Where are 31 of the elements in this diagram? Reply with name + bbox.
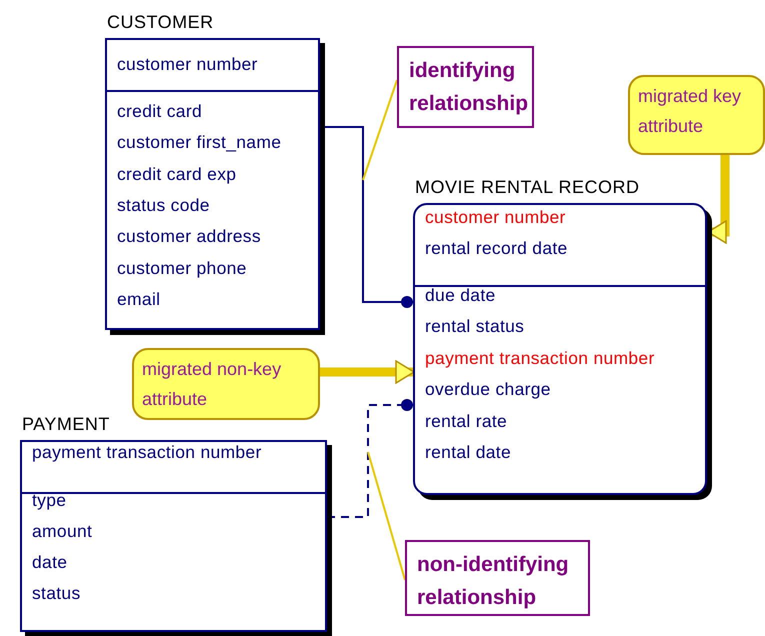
attribute-name: rental status <box>425 316 524 338</box>
entity-name: CUSTOMER <box>107 12 214 33</box>
attribute-name: overdue charge <box>425 379 551 400</box>
entity-name: MOVIE RENTAL RECORD <box>415 177 640 198</box>
callout-box: non-identifying relationship <box>405 540 590 616</box>
attribute-name: rental date <box>425 442 511 463</box>
attribute-name: rental record date <box>425 238 568 260</box>
attribute-name: credit card <box>117 101 202 122</box>
callout-bubble: migrated key attribute <box>628 75 765 155</box>
attribute-name: customer number <box>425 207 566 228</box>
callout-bubble: migrated non-key attribute <box>132 348 320 420</box>
callout-arrow <box>320 360 415 384</box>
attribute-name: due date <box>425 285 496 306</box>
attribute-name: customer phone <box>117 258 247 278</box>
attribute-name: payment transaction number <box>425 348 655 369</box>
entity-name: PAYMENT <box>22 414 110 435</box>
callout-box: identifying relationship <box>397 46 534 128</box>
attribute-name: credit card exp <box>117 164 236 185</box>
leader-line <box>362 80 398 180</box>
attribute-name: customer first_name <box>117 132 282 154</box>
attribute-name: email <box>117 288 160 310</box>
attribute-name: amount <box>32 521 92 542</box>
attribute-name: status <box>32 583 80 604</box>
attribute-name: customer number <box>117 54 258 75</box>
attribute-name: rental rate <box>425 410 508 432</box>
leader-line <box>367 452 406 580</box>
attribute-name: customer address <box>117 226 261 248</box>
attribute-name: payment transaction number <box>32 442 262 463</box>
attribute-name: type <box>32 490 66 511</box>
attribute-name: date <box>32 552 68 573</box>
attribute-name: status code <box>117 194 210 216</box>
